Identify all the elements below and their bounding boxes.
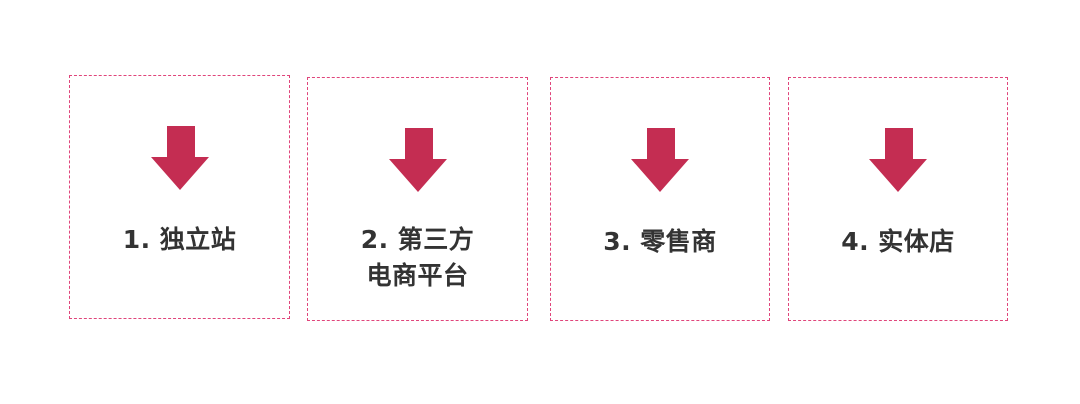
arrow-down-icon [388, 128, 447, 192]
card-physical-store: 4. 实体店 [788, 77, 1008, 321]
card-label-line: 1. 独立站 [122, 225, 237, 254]
card-label-line: 3. 零售商 [603, 227, 717, 256]
card-label: 2. 第三方 电商平台 [308, 222, 527, 294]
card-label: 3. 零售商 [551, 224, 769, 260]
arrow-down-icon [150, 126, 209, 190]
card-third-party-platform: 2. 第三方 电商平台 [307, 77, 528, 321]
card-label: 4. 实体店 [789, 224, 1007, 260]
card-label-line: 4. 实体店 [841, 227, 955, 256]
card-label-line: 2. 第三方 [360, 225, 475, 254]
card-retailer: 3. 零售商 [550, 77, 770, 321]
card-label: 1. 独立站 [70, 222, 289, 258]
arrow-down-icon [631, 128, 689, 192]
card-independent-site: 1. 独立站 [69, 75, 290, 319]
arrow-down-icon [869, 128, 927, 192]
card-label-line: 电商平台 [366, 261, 469, 290]
